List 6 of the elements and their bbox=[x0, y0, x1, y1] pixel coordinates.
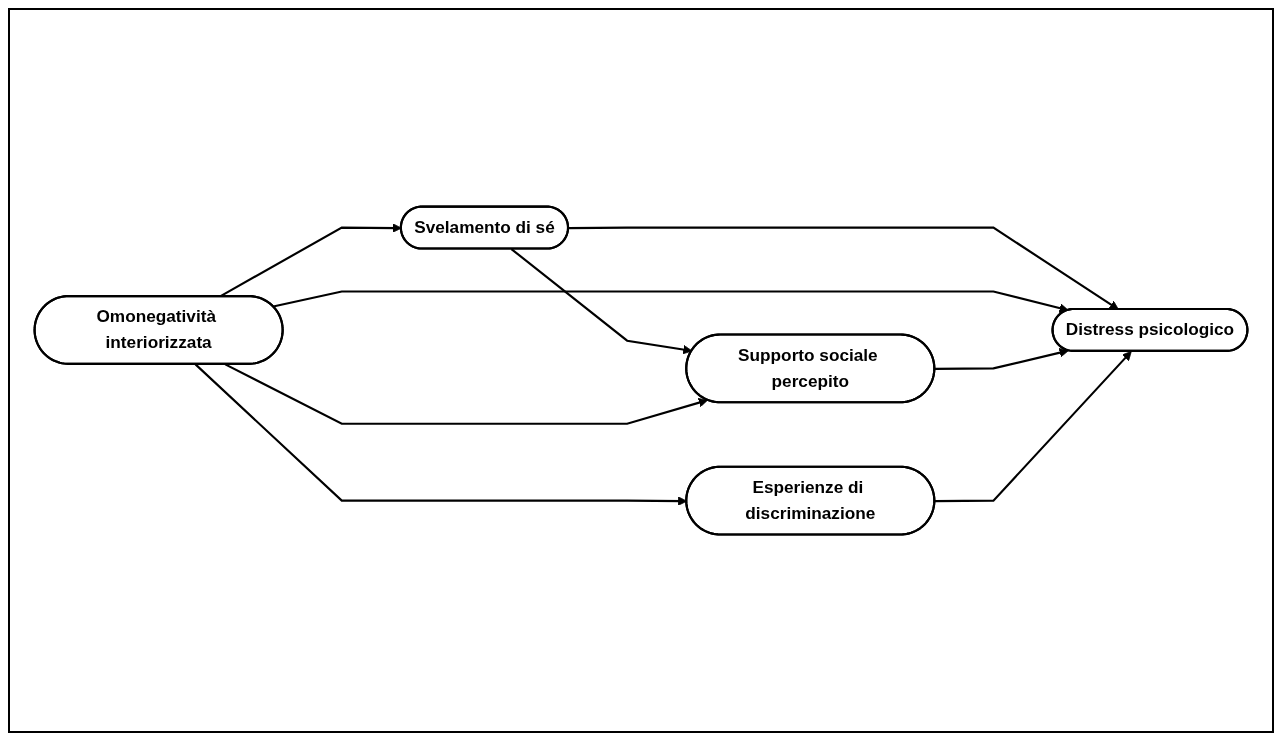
arrow bbox=[224, 363, 708, 425]
arrow bbox=[510, 248, 693, 355]
diagram-frame: Omonegatività interiorizzata Svelamento di sé Supporto sociale percepito Esperienze di discriminazione Distress psicologico bbox=[8, 8, 1274, 733]
arrow bbox=[934, 351, 1132, 503]
arrow bbox=[273, 290, 1069, 313]
arrow bbox=[934, 348, 1069, 370]
